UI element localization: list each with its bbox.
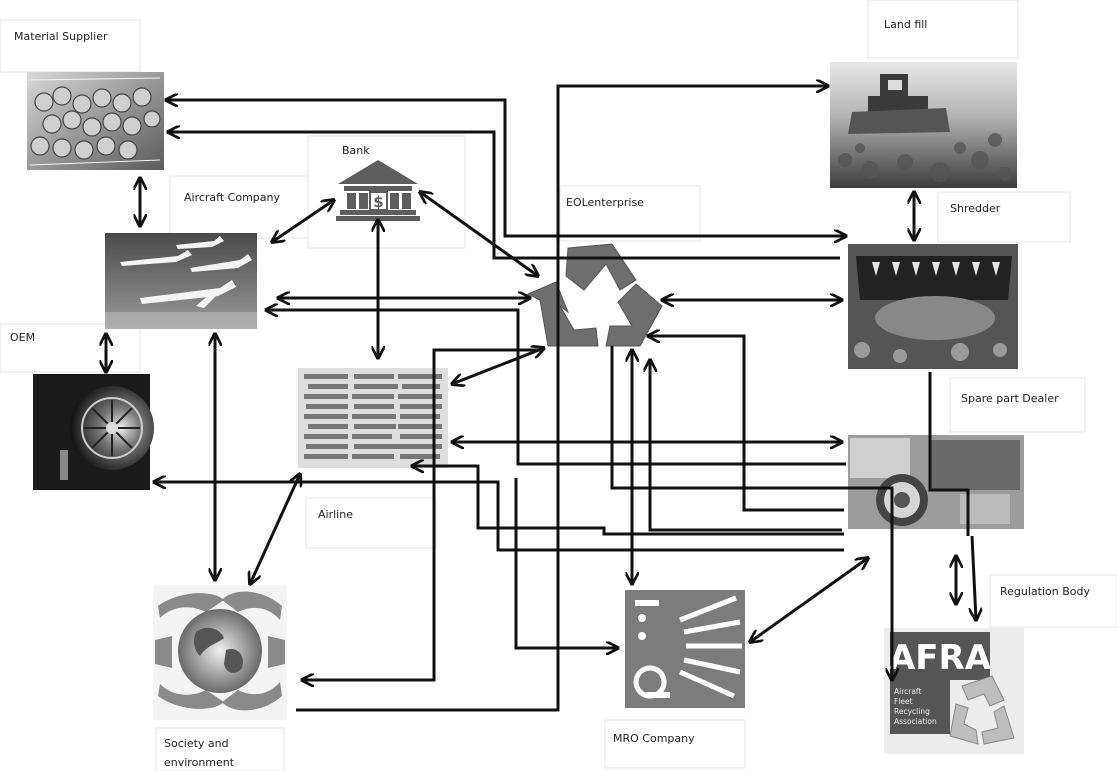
arrows (106, 86, 976, 712)
bank-label: Bank (342, 144, 370, 157)
label-eol-enterprise: EOLenterprise (559, 185, 701, 242)
label-shredder: Shredder (937, 191, 1071, 243)
aircraft-company-image (105, 233, 257, 329)
label-regulation-body: Regulation Body (989, 574, 1117, 628)
aircraft-company-label: Aircraft Company (184, 191, 280, 204)
oem-label: OEM (10, 331, 35, 344)
shredder-image (848, 244, 1018, 369)
shredder-label: Shredder (950, 202, 1001, 215)
label-material-supplier: Material Supplier (0, 19, 141, 73)
society-label-line2: environment (164, 756, 235, 769)
eol-enterprise-label: EOLenterprise (566, 196, 644, 209)
spare-part-dealer-label: Spare part Dealer (961, 392, 1059, 405)
landfill-label: Land fill (884, 18, 927, 31)
label-spare-part-dealer: Spare part Dealer (949, 377, 1086, 433)
regulation-body-label: Regulation Body (1000, 585, 1090, 598)
airline-label: Airline (318, 508, 353, 521)
airline-fleet-image (298, 368, 448, 468)
label-mro-company: MRO Company (604, 719, 746, 769)
bank-dollar-sign: $ (373, 193, 383, 211)
material-supplier-label: Material Supplier (14, 30, 108, 43)
material-supplier-image (27, 72, 164, 170)
label-society: Society and environment (155, 727, 285, 771)
society-label: Society and (164, 737, 229, 750)
label-landfill: Land fill (867, 0, 1019, 59)
oem-engine-image (33, 374, 154, 490)
landfill-image (830, 62, 1017, 188)
label-airline: Airline (305, 497, 437, 549)
afra-logo-title: AFRA (889, 638, 992, 678)
label-oem: OEM (0, 323, 141, 373)
spare-part-dealer-image (848, 435, 1024, 529)
mro-company-logo (625, 590, 745, 708)
mro-company-label: MRO Company (613, 732, 695, 745)
society-image (153, 585, 287, 720)
